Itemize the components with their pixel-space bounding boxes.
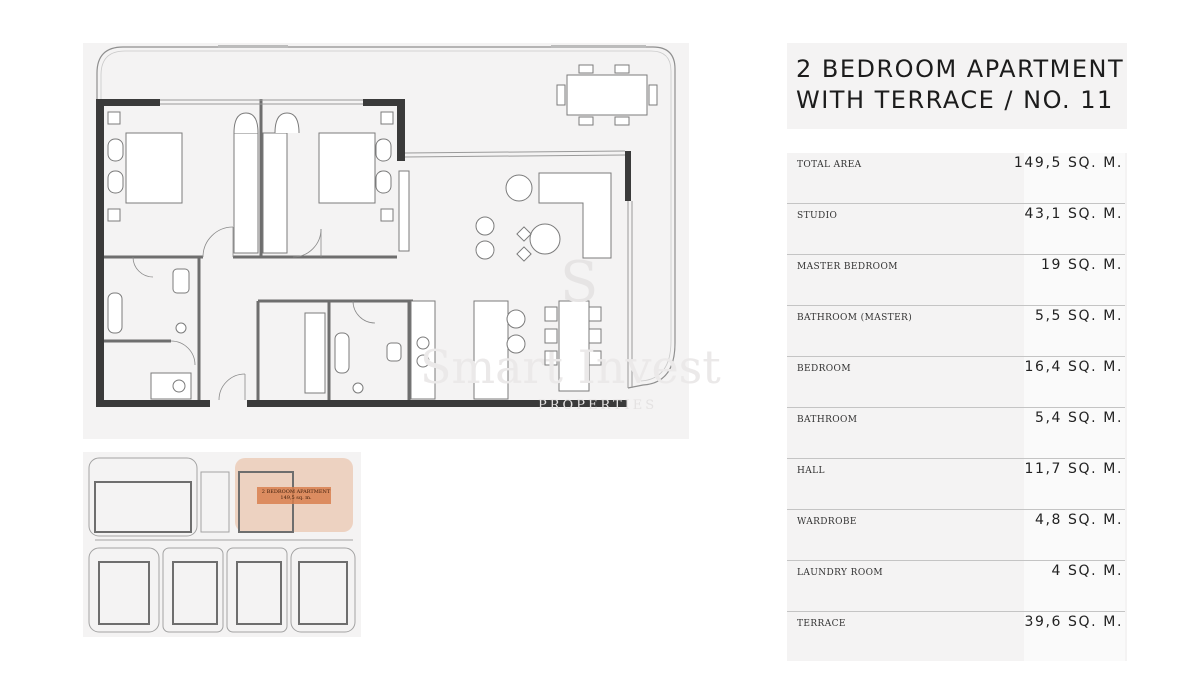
terrace-outline bbox=[96, 46, 676, 389]
area-value: 11,7 SQ. M. bbox=[1024, 461, 1123, 477]
area-value: 19 SQ. M. bbox=[1040, 257, 1123, 273]
area-value: 5,5 SQ. M. bbox=[1034, 308, 1123, 324]
key-plan: 2 BEDROOM APARTMENT 149,5 sq. m. bbox=[83, 452, 361, 637]
page-title-line-1: 2 BEDROOM APARTMENT bbox=[796, 55, 1125, 83]
area-label: MASTER BEDROOM bbox=[797, 262, 898, 272]
area-label: HALL bbox=[797, 466, 825, 476]
floor-plan bbox=[83, 43, 689, 439]
row-divider bbox=[787, 611, 1125, 612]
table-row: TOTAL AREA 149,5 SQ. M. bbox=[787, 153, 1127, 204]
table-row: BEDROOM 16,4 SQ. M. bbox=[787, 357, 1127, 408]
key-plan-label-area: 149,5 sq. m. bbox=[280, 495, 312, 501]
row-divider bbox=[787, 509, 1125, 510]
floor-plan-drawing bbox=[96, 45, 676, 407]
page-title-line-2: WITH TERRACE / NO. 11 bbox=[796, 86, 1114, 114]
title-box: 2 BEDROOM APARTMENT WITH TERRACE / NO. 1… bbox=[787, 43, 1127, 129]
area-label: BEDROOM bbox=[797, 364, 851, 374]
key-plan-label: 2 BEDROOM APARTMENT 149,5 sq. m. bbox=[261, 489, 331, 501]
area-label: WARDROBE bbox=[797, 517, 857, 527]
table-row: LAUNDRY ROOM 4 SQ. M. bbox=[787, 561, 1127, 612]
area-value: 5,4 SQ. M. bbox=[1034, 410, 1123, 426]
table-row: MASTER BEDROOM 19 SQ. M. bbox=[787, 255, 1127, 306]
key-plan-drawing bbox=[88, 457, 356, 633]
walls bbox=[96, 99, 631, 407]
area-value: 39,6 SQ. M. bbox=[1024, 614, 1123, 630]
area-value: 43,1 SQ. M. bbox=[1024, 206, 1123, 222]
area-value: 4 SQ. M. bbox=[1051, 563, 1123, 579]
table-row: TERRACE 39,6 SQ. M. bbox=[787, 612, 1127, 663]
table-row: HALL 11,7 SQ. M. bbox=[787, 459, 1127, 510]
row-divider bbox=[787, 305, 1125, 306]
table-row: STUDIO 43,1 SQ. M. bbox=[787, 204, 1127, 255]
row-divider bbox=[787, 560, 1125, 561]
row-divider bbox=[787, 203, 1125, 204]
row-divider bbox=[787, 356, 1125, 357]
area-label: TERRACE bbox=[797, 619, 846, 629]
area-label: TOTAL AREA bbox=[797, 160, 862, 170]
area-value: 4,8 SQ. M. bbox=[1034, 512, 1123, 528]
row-divider bbox=[787, 407, 1125, 408]
table-row: BATHROOM (MASTER) 5,5 SQ. M. bbox=[787, 306, 1127, 357]
area-label: BATHROOM (MASTER) bbox=[797, 313, 913, 323]
area-value: 149,5 SQ. M. bbox=[1013, 155, 1123, 171]
row-divider bbox=[787, 254, 1125, 255]
area-label: STUDIO bbox=[797, 211, 838, 221]
area-table: TOTAL AREA 149,5 SQ. M. STUDIO 43,1 SQ. … bbox=[787, 153, 1127, 663]
area-label: LAUNDRY ROOM bbox=[797, 568, 884, 578]
row-divider bbox=[787, 458, 1125, 459]
table-row: WARDROBE 4,8 SQ. M. bbox=[787, 510, 1127, 561]
area-value: 16,4 SQ. M. bbox=[1024, 359, 1123, 375]
key-plan-label-name: 2 BEDROOM APARTMENT bbox=[261, 489, 331, 495]
table-row: BATHROOM 5,4 SQ. M. bbox=[787, 408, 1127, 459]
area-label: BATHROOM bbox=[797, 415, 858, 425]
